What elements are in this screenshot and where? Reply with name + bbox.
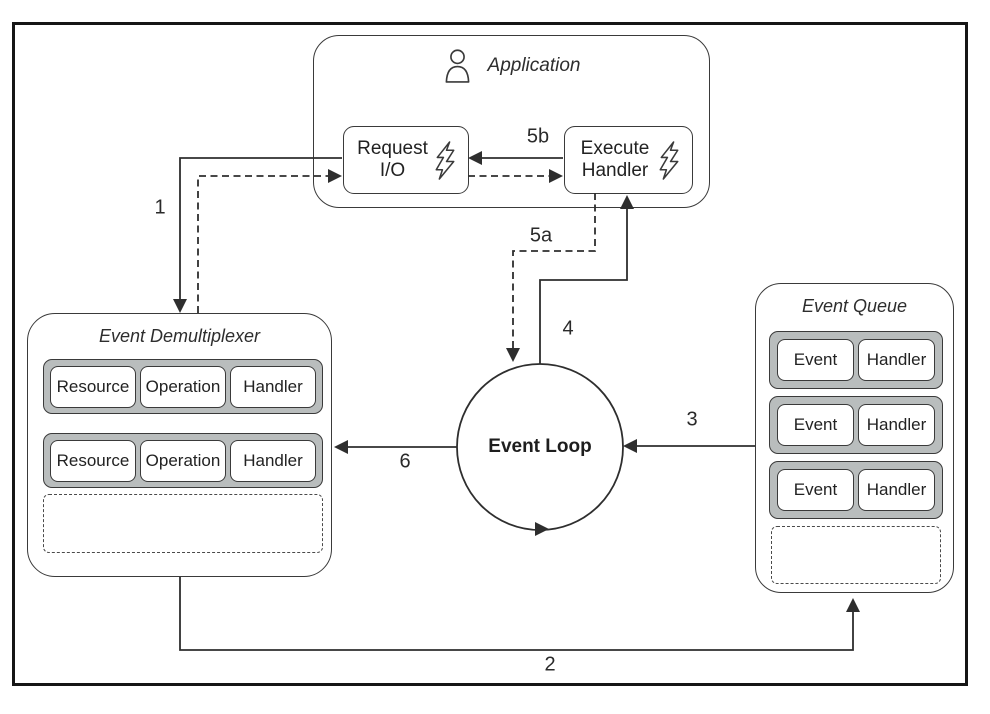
demux-cell-handler: Handler [230, 439, 316, 482]
queue-cell-event: Event [777, 469, 854, 511]
queue-cell-event: Event [777, 339, 854, 381]
lightning-icon [435, 140, 455, 180]
demux-cell-resource: Resource [50, 439, 136, 482]
request-io-line1: Request [357, 138, 428, 159]
step-label-6: 6 [399, 450, 411, 473]
demux-row: Resource Operation Handler [43, 359, 323, 414]
event-demultiplexer-container: Event Demultiplexer Resource Operation H… [27, 313, 332, 577]
demux-cell-operation: Operation [140, 439, 226, 482]
request-io-label: Request I/O [352, 138, 433, 182]
step-label-3: 3 [686, 408, 698, 431]
queue-cell-handler: Handler [858, 404, 935, 446]
step-label-2: 2 [544, 653, 556, 676]
request-io-box: Request I/O [343, 126, 469, 194]
application-header: Application [314, 42, 709, 90]
person-icon [445, 49, 469, 83]
queue-cell-handler: Handler [858, 339, 935, 381]
demux-cell-operation: Operation [140, 365, 226, 408]
step-label-4: 4 [562, 317, 574, 340]
execute-handler-line2: Handler [581, 160, 649, 181]
execute-handler-line1: Execute [580, 138, 650, 159]
execute-handler-label: Execute Handler [573, 138, 657, 182]
demux-row: Resource Operation Handler [43, 433, 323, 488]
step-label-1: 1 [154, 196, 166, 219]
event-queue-title: Event Queue [801, 296, 908, 316]
step-label-5b: 5b [526, 125, 550, 148]
demux-cell-handler: Handler [230, 365, 316, 408]
queue-row: Event Handler [769, 396, 943, 454]
demux-cell-resource: Resource [50, 365, 136, 408]
step-label-5a: 5a [529, 224, 553, 247]
execute-handler-box: Execute Handler [564, 126, 693, 194]
request-io-line2: I/O [379, 160, 406, 181]
event-loop-label: Event Loop [488, 436, 592, 457]
demux-pending-slot [43, 494, 323, 553]
queue-pending-slot [771, 526, 941, 584]
event-demultiplexer-title: Event Demultiplexer [98, 326, 261, 346]
lightning-icon [659, 140, 679, 180]
queue-cell-event: Event [777, 404, 854, 446]
queue-cell-handler: Handler [858, 469, 935, 511]
queue-row: Event Handler [769, 461, 943, 519]
queue-row: Event Handler [769, 331, 943, 389]
application-container: Application Request I/O Execute Handler [313, 35, 710, 208]
event-queue-container: Event Queue Event Handler Event Handler … [755, 283, 954, 593]
application-title: Application [487, 55, 581, 76]
